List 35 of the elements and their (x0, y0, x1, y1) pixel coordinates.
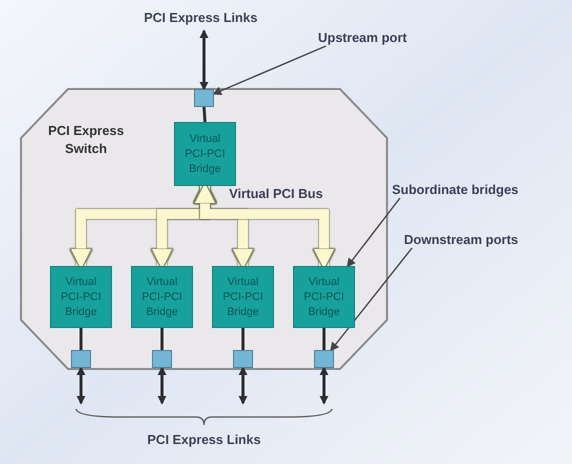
bridge-box (174, 122, 236, 186)
leader-line (330, 248, 413, 352)
link-arrow (238, 366, 248, 405)
callout-text: PCI Express Links (144, 8, 264, 28)
bridge-box (131, 266, 193, 328)
port-square (152, 350, 172, 368)
bridge-label: Virtual PCI-PCI Bridge (222, 274, 264, 320)
bridge-box (212, 266, 274, 328)
port-square (314, 350, 334, 368)
connector-line (80, 328, 82, 350)
bridge-label: Virtual PCI-PCI Bridge (184, 132, 226, 176)
text-label: Virtual PCI Bus (228, 185, 324, 203)
link-arrow (158, 366, 166, 405)
callout-text: Subordinate bridges (392, 180, 564, 200)
port-square (233, 350, 253, 368)
connector-line (322, 328, 326, 350)
connector-line (242, 328, 244, 350)
callout-text: PCI Express Links (146, 431, 262, 449)
bridge-label: Virtual PCI-PCI Bridge (302, 274, 346, 320)
port-square (71, 350, 91, 368)
bridge-label: Virtual PCI-PCI Bridge (140, 274, 184, 320)
bridge-box (50, 266, 112, 328)
link-arrow (320, 366, 328, 405)
leader-line (212, 45, 326, 96)
bridge-label: Virtual PCI-PCI Bridge (60, 274, 102, 320)
bridge-box (293, 266, 355, 328)
link-arrow (76, 366, 86, 405)
leader-line (346, 198, 401, 268)
port-square (194, 89, 214, 107)
callout-text: Downstream ports (404, 230, 556, 250)
callout-text: Upstream port (318, 28, 430, 48)
link-arrow (200, 29, 208, 91)
connector-line (202, 106, 206, 122)
switch-label: PCI Express Switch (47, 122, 125, 158)
connector-line (160, 328, 164, 350)
